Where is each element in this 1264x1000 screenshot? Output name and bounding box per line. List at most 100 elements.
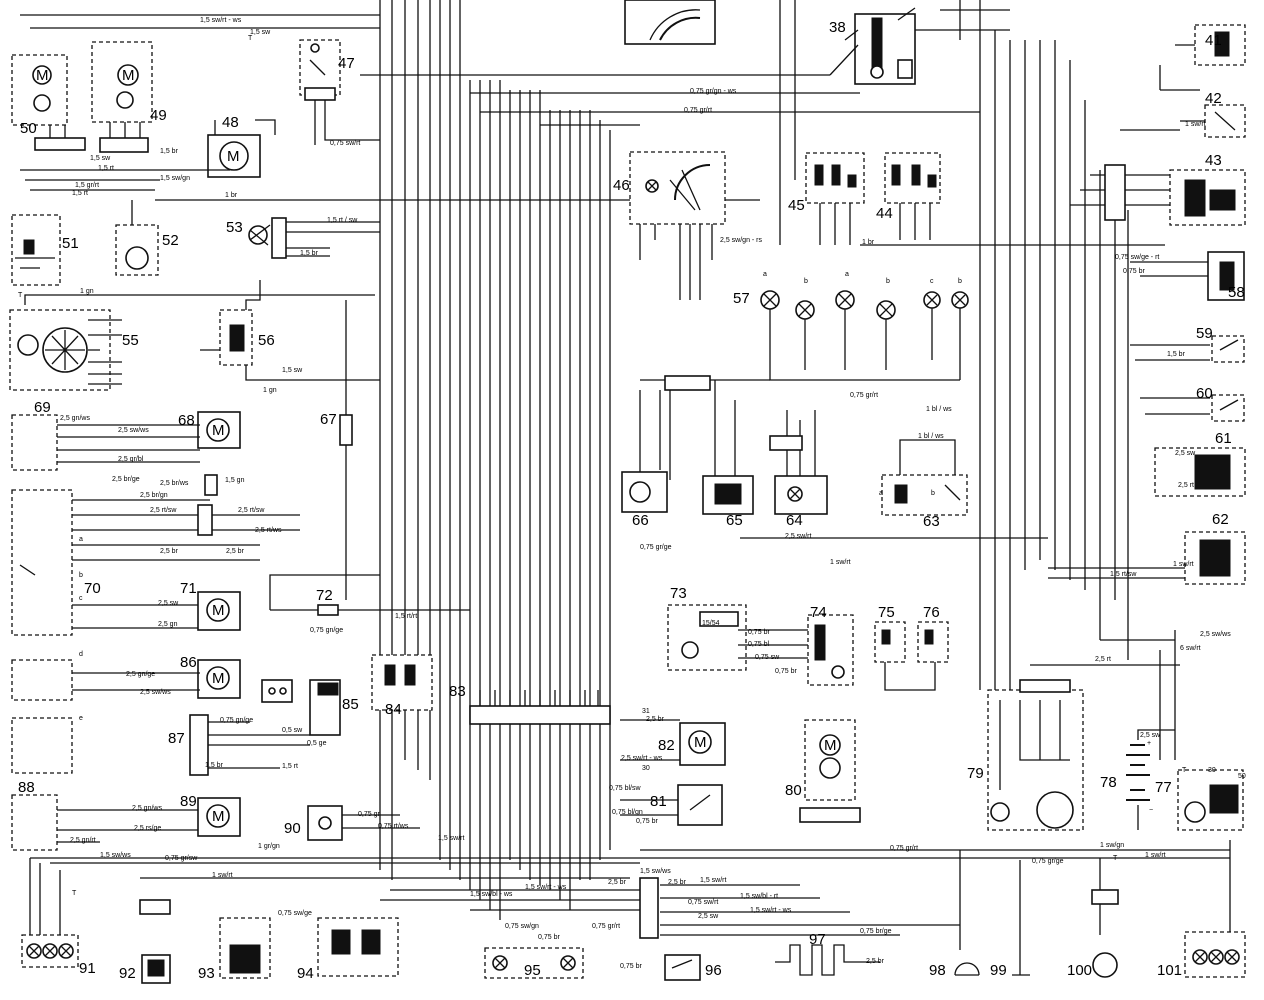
wire-label-3: 0,75 gr/rt — [684, 107, 712, 114]
wire-label-43: 2,5 gn/ge — [126, 671, 155, 678]
component-61-regulator — [1154, 447, 1246, 497]
pin-label-17: T — [72, 890, 77, 897]
pin-label-5: b — [886, 278, 890, 285]
component-84-relay — [371, 654, 433, 711]
wire-label-17: 0,75 sw/ge - rt — [1115, 254, 1159, 261]
pin-label-3: b — [804, 278, 808, 285]
wire-label-55: 2,5 sw/rt - ws — [621, 755, 663, 762]
pin-label-6: c — [930, 278, 934, 285]
wire-label-86: 0,75 br — [538, 934, 560, 941]
wire-label-75: 2,5 br — [668, 879, 687, 886]
component-69-connector — [11, 414, 200, 471]
component-number-53: 53 — [226, 219, 243, 236]
wire-label-9: 1,5 gr/rt — [75, 182, 99, 189]
pin-label-21: 30 — [1208, 767, 1216, 774]
component-number-79: 79 — [967, 765, 984, 782]
wire-label-46: 0,75 bl — [748, 641, 769, 648]
component-52-motor — [115, 200, 159, 276]
component-number-94: 94 — [297, 965, 314, 982]
wire-label-70: 1,5 sw/rt - ws — [525, 884, 567, 891]
component-71-motor: M — [197, 591, 241, 631]
wire-label-45: 0,75 br — [748, 629, 770, 636]
wire-label-5: 1,5 sw/gn — [160, 175, 190, 182]
component-64-lamp — [769, 410, 828, 515]
component-number-84: 84 — [385, 701, 402, 718]
component-77-starter — [1177, 769, 1244, 831]
wire-label-37: 2,5 gn — [158, 621, 178, 628]
component-38-ignition-switch — [829, 7, 916, 85]
component-number-87: 87 — [168, 730, 185, 747]
component-number-81: 81 — [650, 793, 667, 810]
component-number-52: 52 — [162, 232, 179, 249]
component-number-48: 48 — [222, 114, 239, 131]
pin-label-15: + — [1147, 740, 1151, 747]
component-49-wiper-motor: M — [91, 41, 153, 153]
wire-label-34: 0,75 gr/ge — [640, 544, 672, 551]
component-number-44: 44 — [876, 205, 893, 222]
wire-label-27: 1,5 gn — [225, 477, 245, 484]
component-58-connector — [1207, 251, 1245, 301]
component-number-62: 62 — [1212, 511, 1229, 528]
pin-label-16: − — [1149, 807, 1153, 814]
component-top-gauge — [624, 0, 716, 45]
component-number-89: 89 — [180, 793, 197, 810]
wire-label-96: 1 br — [862, 239, 875, 246]
component-number-82: 82 — [658, 737, 675, 754]
component-73-control-unit — [667, 604, 810, 671]
pin-label-8: a — [79, 536, 83, 543]
wire-label-1: 1,5 sw — [250, 29, 271, 36]
component-56-coil — [200, 280, 380, 381]
component-number-69: 69 — [34, 399, 51, 416]
component-number-68: 68 — [178, 412, 195, 429]
wire-label-81: 0,75 gr/rt — [890, 845, 918, 852]
pin-label-10: c — [79, 595, 83, 602]
component-number-66: 66 — [632, 512, 649, 529]
pin-label-4: a — [845, 271, 849, 278]
wire-label-25: 2,5 br/ge — [112, 476, 140, 483]
component-76-switch — [917, 621, 949, 663]
component-number-56: 56 — [258, 332, 275, 349]
component-92-sensor — [139, 899, 171, 984]
component-41-relay — [1159, 24, 1246, 91]
component-47-switch — [299, 39, 380, 145]
pin-label-7: b — [958, 278, 962, 285]
pin-label-0: T — [248, 35, 253, 42]
svg-text:M: M — [122, 67, 135, 84]
wire-label-91: 2,5 rt — [1095, 656, 1111, 663]
pin-label-1: T — [18, 292, 23, 299]
wire-label-69: 0,75 sw/ge — [278, 910, 312, 917]
component-number-55: 55 — [122, 332, 139, 349]
component-57-lamp-row — [640, 290, 969, 480]
component-number-86: 86 — [180, 654, 197, 671]
wire-label-31: 2,5 rt/ws — [255, 527, 282, 534]
component-number-58: 58 — [1228, 284, 1245, 301]
wire-label-42: 1 sw/rt — [1173, 561, 1194, 568]
component-87-connector — [189, 679, 310, 776]
component-97-heater-grid — [775, 944, 880, 976]
wire-label-99: 2,5 rt — [1178, 482, 1194, 489]
wire-label-74: 2,5 br — [608, 879, 627, 886]
component-number-80: 80 — [785, 782, 802, 799]
component-85-sensor — [309, 679, 341, 736]
wire-label-35: 2,5 sw/rt — [785, 533, 812, 540]
wire-label-14: 1,5 sw — [282, 367, 303, 374]
wire-label-13: 1 gn — [80, 288, 94, 295]
wire-label-19: 0,75 gr/rt — [850, 392, 878, 399]
component-number-41: 41 — [1205, 32, 1222, 49]
component-number-85: 85 — [342, 696, 359, 713]
wire-label-87: 0,75 gr/rt — [592, 923, 620, 930]
pin-label-18: T — [1182, 767, 1187, 774]
wire-label-61: 2,5 gn/rt — [70, 837, 96, 844]
wire-label-32: 2,5 br — [160, 548, 179, 555]
component-number-97: 97 — [809, 931, 826, 948]
wire-label-65: 1 gr/gn — [258, 843, 280, 850]
wire-label-88: 0,75 br — [620, 963, 642, 970]
component-74-relay — [807, 614, 854, 686]
wire-label-64: 1,5 sw/rt — [438, 835, 465, 842]
wire-label-95: 1,5 br — [1167, 351, 1186, 358]
wire-label-18: 0,75 br — [1123, 268, 1145, 275]
wire-label-44: 2,5 sw/ws — [140, 689, 171, 696]
component-number-72: 72 — [316, 587, 333, 604]
component-number-64: 64 — [786, 512, 803, 529]
